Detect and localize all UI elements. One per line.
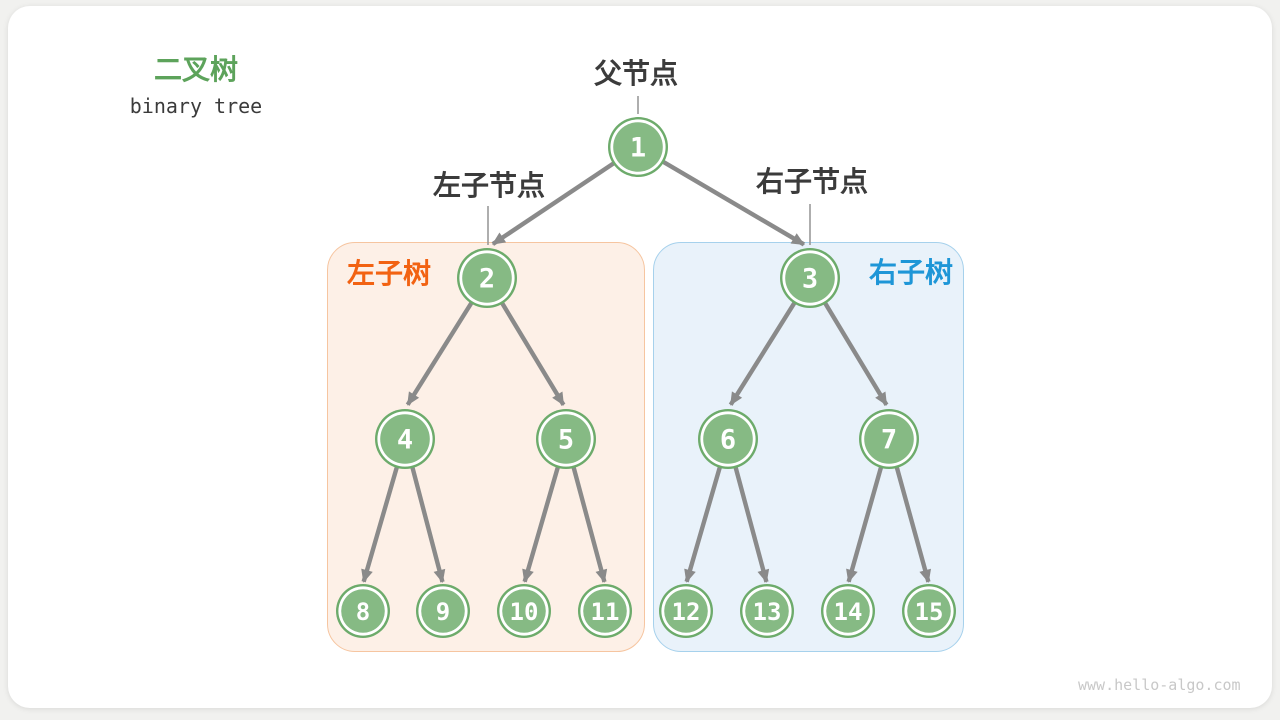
tree-node-9: 9 [416, 584, 470, 638]
right-child-label: 右子节点 [755, 166, 869, 197]
tree-node-3: 3 [780, 248, 840, 308]
tree-node-10: 10 [497, 584, 551, 638]
tree-node-value: 8 [356, 598, 370, 626]
tree-node-value: 7 [881, 425, 897, 456]
figure-subtitle: binary tree [129, 94, 263, 118]
figure-title: 二叉树 [153, 54, 238, 85]
figure-header: 二叉树 binary tree [96, 54, 296, 118]
watermark: www.hello-algo.com [1078, 676, 1241, 694]
tree-node-value: 12 [672, 598, 701, 626]
left-subtree-label: 左子树 [346, 258, 432, 289]
right-subtree-label: 右子树 [868, 257, 954, 288]
left-child-label: 左子节点 [432, 170, 546, 201]
tree-node-value: 4 [397, 425, 413, 456]
tree-node-14: 14 [821, 584, 875, 638]
parent-node-label: 父节点 [593, 58, 679, 89]
tree-node-12: 12 [659, 584, 713, 638]
tree-node-13: 13 [740, 584, 794, 638]
tree-node-value: 1 [630, 133, 646, 164]
tree-node-4: 4 [375, 409, 435, 469]
tree-node-1: 1 [608, 117, 668, 177]
tree-node-value: 10 [510, 598, 539, 626]
tree-node-2: 2 [457, 248, 517, 308]
tree-node-value: 13 [753, 598, 782, 626]
tree-node-5: 5 [536, 409, 596, 469]
tree-node-value: 14 [834, 598, 863, 626]
tree-node-value: 9 [436, 598, 450, 626]
tree-edge-1-3 [636, 145, 806, 247]
tree-node-6: 6 [698, 409, 758, 469]
tree-node-value: 3 [802, 264, 818, 295]
tree-node-value: 6 [720, 425, 736, 456]
tree-node-value: 2 [479, 264, 495, 295]
tree-node-7: 7 [859, 409, 919, 469]
tree-node-value: 11 [591, 598, 620, 626]
tree-node-8: 8 [336, 584, 390, 638]
tree-node-11: 11 [578, 584, 632, 638]
tree-node-15: 15 [902, 584, 956, 638]
tree-node-value: 15 [915, 598, 944, 626]
tree-node-value: 5 [558, 425, 574, 456]
